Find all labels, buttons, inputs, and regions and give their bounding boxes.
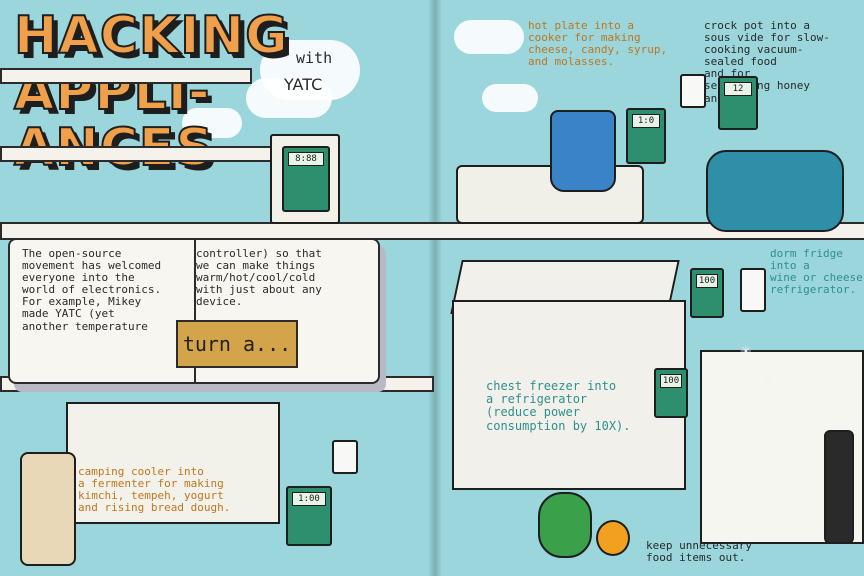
hot-plate-text: hot plate into a cooker for making chees… [528,19,668,69]
fermentation-jar [20,452,76,566]
hot-plate-controller: 1:0 [626,108,666,164]
yatc-controller: 8:88 [270,134,340,224]
sparkle-icon: ✳ [510,274,522,290]
subtitle-with: with [296,49,333,67]
camping-cooler [66,402,280,524]
freezer-display-2: 100 [660,374,682,388]
page-gutter [428,0,442,576]
chest-freezer [452,300,686,490]
crock-pot-display: 12 [724,82,752,96]
freezer-controller-2: 100 [654,368,688,418]
shelf [0,146,272,162]
cooler-controller: 1:00 [286,486,332,546]
yatc-display: 8:88 [288,152,324,166]
turn-a-note: turn a... [176,320,298,368]
chest-freezer-text: chest freezer into a refrigerator (reduc… [486,379,631,433]
freezer-display: 100 [696,274,718,288]
green-pepper [538,492,592,558]
sparkle-icon: ✳ [740,344,752,360]
wall-outlet [740,268,766,312]
camping-text: camping cooler into a fermenter for maki… [78,465,231,515]
sparkle-icon: ✳ [762,376,774,392]
dorm-fridge-text: dorm fridge into a wine or cheese refrig… [770,247,863,297]
cloud [182,108,242,138]
shelf [0,222,864,240]
wall-outlet [332,440,358,474]
freezer-controller: 100 [690,268,724,318]
wine-bottle [824,430,854,544]
shelf [0,68,252,84]
yatc-controller-body: 8:88 [282,146,330,212]
wall-outlet [680,74,706,108]
crock-pot [706,150,844,232]
orange-fruit [596,520,630,556]
subtitle-yatc: YATC [284,75,323,94]
crock-pot-controller: 12 [718,76,758,130]
title-line-1: HACKING [13,6,289,66]
cloud [246,78,332,118]
cloud [482,84,538,112]
book-spine [194,240,196,382]
book-left-text: The open-source movement has welcomed ev… [22,247,162,333]
blue-pot [550,110,616,192]
cloud [454,20,524,54]
keep-out-text: keep unnecessary food items out. [646,539,752,565]
cooler-display: 1:00 [292,492,326,506]
hot-plate-display: 1:0 [632,114,660,128]
book-right-text: controller) so that we can make things w… [196,247,322,309]
